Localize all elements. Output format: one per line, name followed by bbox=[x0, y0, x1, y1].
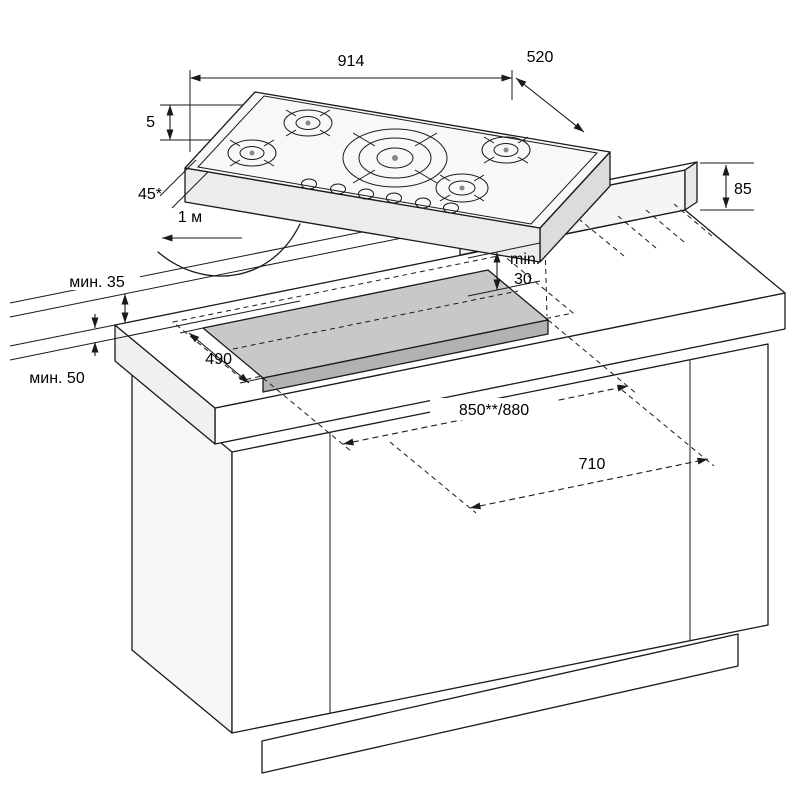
cabinet-plinth bbox=[261, 633, 739, 774]
cutout-mid-line bbox=[232, 290, 519, 350]
label-inner-width: 710 bbox=[579, 456, 606, 473]
hob-inner-rim bbox=[197, 95, 598, 225]
dim-cutout-depth: 490 bbox=[179, 327, 264, 384]
dimensions: 914 520 5 45* 1 м мин. 35 bbox=[16, 49, 754, 514]
label-chamfer: 45* bbox=[138, 186, 162, 203]
label-hob-width: 914 bbox=[338, 53, 365, 70]
dim-hob-width: 914 bbox=[189, 53, 513, 152]
label-cable-length: 1 м bbox=[178, 209, 202, 226]
label-min-rear-value: 30 bbox=[514, 271, 532, 288]
power-cable bbox=[157, 223, 301, 277]
dim-inner-width: 710 bbox=[389, 389, 715, 514]
label-min-rear-word: min. bbox=[510, 251, 540, 268]
burner-right-front bbox=[435, 173, 489, 203]
burner-left-back bbox=[283, 109, 333, 137]
upstand-end bbox=[684, 161, 698, 211]
dim-min-front: мин. 50 bbox=[16, 314, 100, 387]
dim-min-side: мин. 35 bbox=[56, 272, 140, 323]
counter-back-edge-extension bbox=[9, 324, 116, 347]
dim-chamfer: 45* bbox=[138, 159, 209, 209]
rear-hatch-lines bbox=[579, 203, 713, 257]
burner-left-front bbox=[227, 139, 277, 167]
label-rim-height: 5 bbox=[146, 114, 155, 131]
label-min-front: мин. 50 bbox=[29, 370, 85, 387]
burner-right-back bbox=[481, 136, 531, 164]
dim-hob-depth: 520 bbox=[515, 49, 585, 133]
dim-upstand-height: 85 bbox=[700, 162, 754, 211]
label-min-side: мин. 35 bbox=[69, 274, 125, 291]
label-cutout-depth: 490 bbox=[205, 351, 232, 368]
dim-cable-length: 1 м bbox=[162, 209, 242, 242]
front-clearance-line bbox=[9, 300, 301, 361]
burner-center-wok bbox=[342, 128, 448, 188]
dim-min-rear: min. 30 bbox=[467, 242, 540, 297]
label-upstand-height: 85 bbox=[734, 181, 752, 198]
gas-hob bbox=[157, 91, 611, 277]
label-hob-depth: 520 bbox=[527, 49, 554, 66]
cutout-inner-wall bbox=[262, 319, 549, 393]
dim-cutout-width: 850**/880 bbox=[262, 319, 638, 453]
control-knobs bbox=[301, 178, 459, 214]
label-cutout-width: 850**/880 bbox=[459, 402, 529, 419]
dim-rim-height: 5 bbox=[146, 104, 243, 141]
